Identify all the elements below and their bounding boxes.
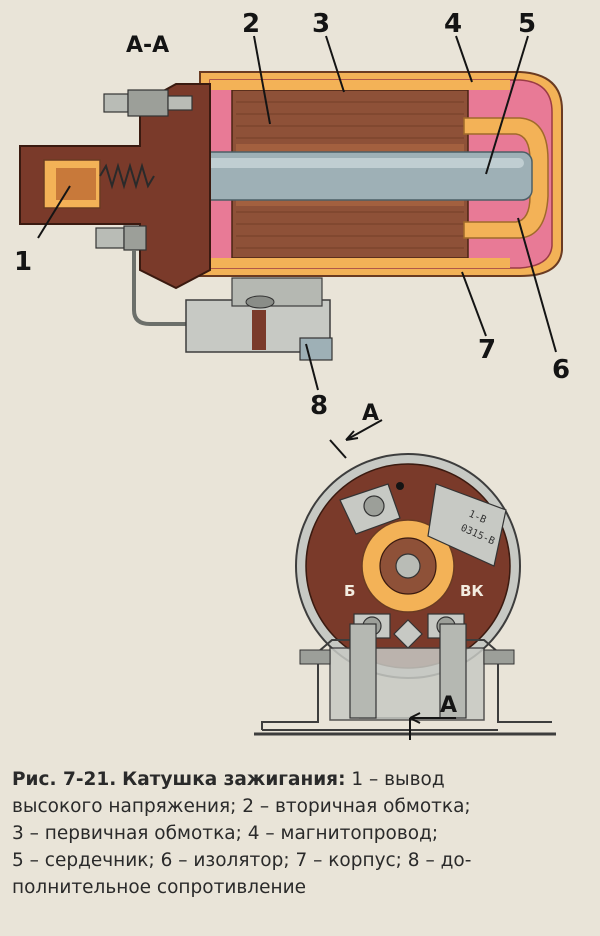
additional-resistor (185, 277, 333, 361)
callout-leaders (37, 35, 557, 391)
callout-5: 5 (518, 9, 536, 39)
side-bolt-right (483, 649, 515, 665)
coil-end-view: А 1-В 0315-В Б ВК (254, 401, 556, 740)
terminal-label-b: Б (344, 582, 355, 600)
section-arrow-label-bottom: А (440, 693, 457, 718)
bolt-lower (95, 225, 147, 251)
caption-line-5: полнительное сопротивление (12, 877, 306, 898)
callout-4: 4 (444, 9, 462, 39)
caption-line-2: высокого напряжения; 2 – вторичная обмот… (12, 796, 471, 817)
clamp-right (439, 623, 467, 719)
caption-title: Катушка зажигания: (122, 769, 346, 790)
marker-dot (396, 482, 404, 490)
bolt-upper (103, 89, 193, 117)
core-highlight (168, 158, 524, 168)
coil-cap (19, 83, 211, 290)
callout-2: 2 (242, 9, 260, 39)
callout-6: 6 (552, 355, 570, 385)
caption-text-1: 1 – вывод (351, 769, 445, 790)
ignition-coil-diagram: А-А 1 2 3 4 5 6 7 8 А (14, 9, 570, 740)
rating-plate (427, 483, 507, 567)
coil-section-view (19, 71, 563, 361)
section-line-top (329, 439, 347, 459)
section-arrow-top (345, 419, 383, 441)
caption-line-4: 5 – сердечник; 6 – изолятор; 7 – корпус;… (12, 850, 472, 871)
insulator-strip-bottom (210, 258, 510, 268)
figure-caption: Рис. 7-21. Катушка зажигания: 1 – вывод … (12, 766, 592, 901)
callout-3: 3 (312, 9, 330, 39)
callout-8: 8 (310, 391, 328, 421)
spring (99, 162, 155, 190)
callout-7: 7 (478, 335, 496, 365)
callout-1: 1 (14, 247, 32, 277)
clamp-left (349, 623, 377, 719)
section-label: А-А (126, 33, 169, 58)
terminal-bolt-left (363, 495, 385, 517)
resistor-wire (132, 250, 186, 326)
section-arrow-bottom (409, 712, 456, 724)
caption-line-1: Рис. 7-21. Катушка зажигания: 1 – вывод (12, 766, 592, 793)
caption-number: Рис. 7-21. (12, 769, 117, 790)
terminal-label-vk: ВК (460, 582, 484, 600)
center-bolt (395, 553, 421, 579)
insulator-strip-top (210, 80, 510, 90)
side-bolt-left (299, 649, 331, 665)
caption-line-3: 3 – первичная обмотка; 4 – магнитопровод… (12, 823, 439, 844)
winding-stripes (236, 101, 464, 249)
terminal-socket (56, 168, 96, 200)
section-arrow-label-top: А (362, 401, 379, 426)
